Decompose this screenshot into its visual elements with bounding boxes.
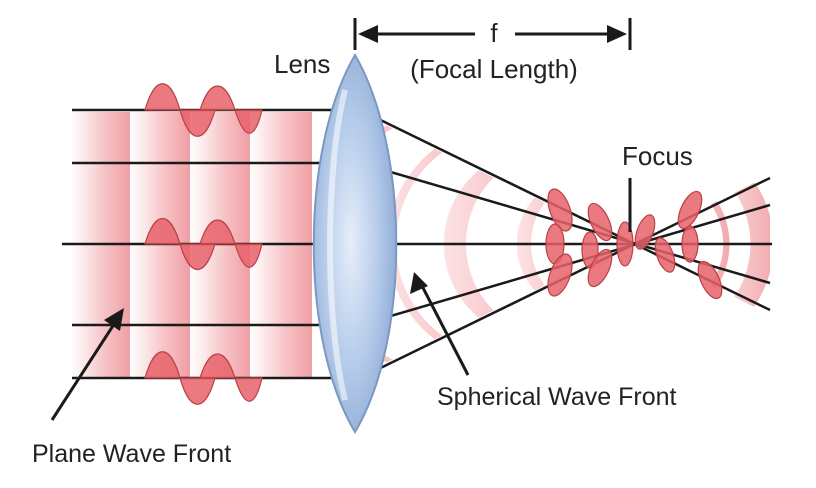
plane-wave-packets [144, 83, 263, 405]
focal-length-symbol: f [490, 18, 498, 48]
annotation-arrows [50, 272, 470, 421]
focus-label: Focus [622, 141, 693, 171]
lens-shape [312, 53, 398, 434]
spherical-wave-front-label: Spherical Wave Front [437, 383, 676, 411]
focal-length-label: (Focal Length) [410, 54, 578, 84]
focal-wave-packets [545, 188, 723, 300]
focal-length-marker [353, 18, 632, 50]
lens-label: Lens [274, 49, 330, 79]
plane-wave-front-label: Plane Wave Front [32, 440, 231, 468]
